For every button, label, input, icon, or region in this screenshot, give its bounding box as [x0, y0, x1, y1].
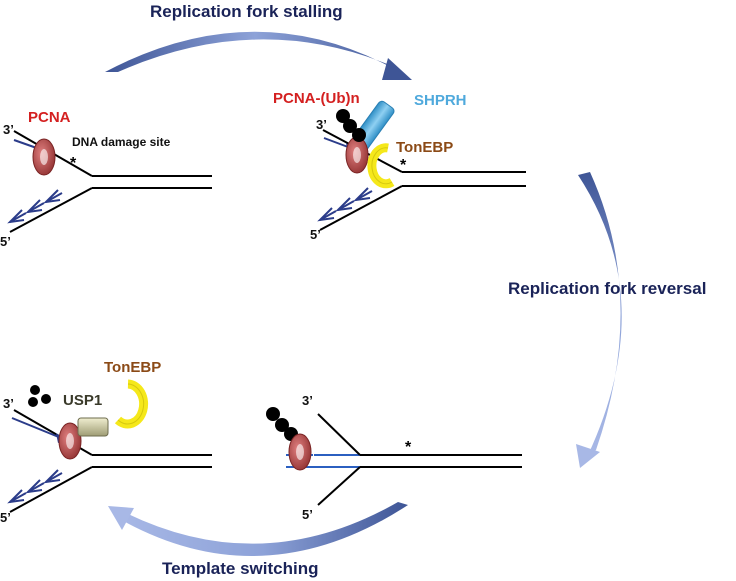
five-prime-label: 5’ [0, 510, 11, 525]
ubiquitin-chain [266, 407, 298, 441]
released-ubiquitin [28, 385, 51, 407]
arrow-top-stalling [105, 31, 412, 80]
pcna-ub-label: PCNA-(Ub)n [273, 90, 360, 107]
damage-site-label: DNA damage site [72, 135, 171, 149]
shprh-label: SHPRH [414, 92, 467, 109]
five-prime-label: 5’ [310, 227, 321, 242]
three-prime-label: 3’ [3, 122, 14, 137]
pcna-ring [288, 433, 312, 471]
step-label-reversal: Replication fork reversal [508, 279, 706, 298]
pcna-ring [58, 422, 82, 460]
three-prime-label: 3’ [302, 393, 313, 408]
usp1-box [77, 417, 109, 437]
three-prime-label: 3’ [3, 396, 14, 411]
pcna-ring [32, 138, 56, 176]
arrow-right-reversal [576, 172, 622, 468]
panel-template-switching: TonEBP USP1 3’ 5’ [0, 359, 212, 525]
tonebp-ring [114, 379, 149, 429]
three-prime-label: 3’ [316, 117, 327, 132]
step-label-stalling: Replication fork stalling [150, 2, 343, 21]
five-prime-label: 5’ [0, 234, 11, 249]
damage-mark: * [400, 157, 407, 174]
pcna-label: PCNA [28, 109, 71, 126]
damage-mark: * [70, 155, 77, 172]
tonebp-label: TonEBP [396, 139, 453, 156]
five-prime-label: 5’ [302, 507, 313, 522]
panel-pcna-ubiquitination: PCNA-(Ub)n SHPRH TonEBP * 3’ 5’ [273, 90, 526, 242]
damage-mark: * [405, 439, 412, 456]
tonebp-ring [367, 143, 395, 189]
pcna-ring [345, 136, 369, 174]
panel-fork-stalled: PCNA DNA damage site * 3’ 5’ [0, 109, 212, 249]
arrow-bottom-switching [108, 502, 408, 556]
ubiquitin-chain [336, 109, 366, 142]
panel-fork-reversed: * 3’ 5’ [266, 393, 522, 522]
step-label-switching: Template switching [162, 559, 319, 578]
usp1-label: USP1 [63, 392, 102, 409]
tonebp-label: TonEBP [104, 359, 161, 376]
